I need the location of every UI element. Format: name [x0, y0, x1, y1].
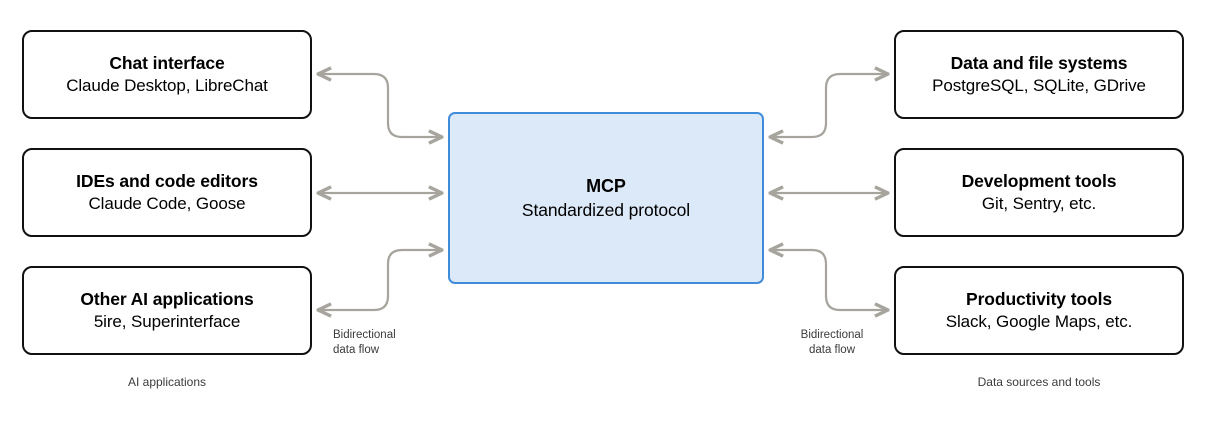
node-ides-and-code-editors[interactable]: IDEs and code editors Claude Code, Goose	[22, 148, 312, 237]
node-development-tools[interactable]: Development tools Git, Sentry, etc.	[894, 148, 1184, 237]
hub-title: MCP	[586, 175, 626, 196]
connector-otherai-to-mcp	[318, 250, 442, 310]
node-productivity-tools[interactable]: Productivity tools Slack, Google Maps, e…	[894, 266, 1184, 355]
node-subtitle: PostgreSQL, SQLite, GDrive	[932, 76, 1146, 96]
flow-label-left: Bidirectional data flow	[333, 329, 396, 357]
node-mcp-hub[interactable]: MCP Standardized protocol	[448, 112, 764, 284]
node-data-and-file-systems[interactable]: Data and file systems PostgreSQL, SQLite…	[894, 30, 1184, 119]
node-subtitle: 5ire, Superinterface	[93, 312, 241, 332]
hub-subtitle: Standardized protocol	[521, 199, 691, 220]
node-subtitle: Claude Code, Goose	[88, 194, 246, 214]
node-subtitle: Git, Sentry, etc.	[981, 194, 1097, 214]
node-chat-interface[interactable]: Chat interface Claude Desktop, LibreChat	[22, 30, 312, 119]
node-title: Chat interface	[109, 52, 225, 73]
node-title: Productivity tools	[966, 288, 1112, 309]
node-title: Other AI applications	[80, 288, 254, 309]
node-title: IDEs and code editors	[76, 170, 258, 191]
node-title: Data and file systems	[950, 52, 1128, 73]
flow-label-right: Bidirectional data flow	[800, 329, 864, 357]
connector-mcp-to-data	[770, 74, 888, 137]
connector-chat-to-mcp	[318, 74, 442, 137]
connector-mcp-to-prod	[770, 250, 888, 310]
node-title: Development tools	[961, 170, 1117, 191]
caption-data-sources-and-tools: Data sources and tools	[977, 375, 1101, 389]
node-subtitle: Slack, Google Maps, etc.	[945, 312, 1133, 332]
node-subtitle: Claude Desktop, LibreChat	[66, 76, 268, 96]
node-other-ai-applications[interactable]: Other AI applications 5ire, Superinterfa…	[22, 266, 312, 355]
caption-ai-applications: AI applications	[127, 375, 207, 389]
